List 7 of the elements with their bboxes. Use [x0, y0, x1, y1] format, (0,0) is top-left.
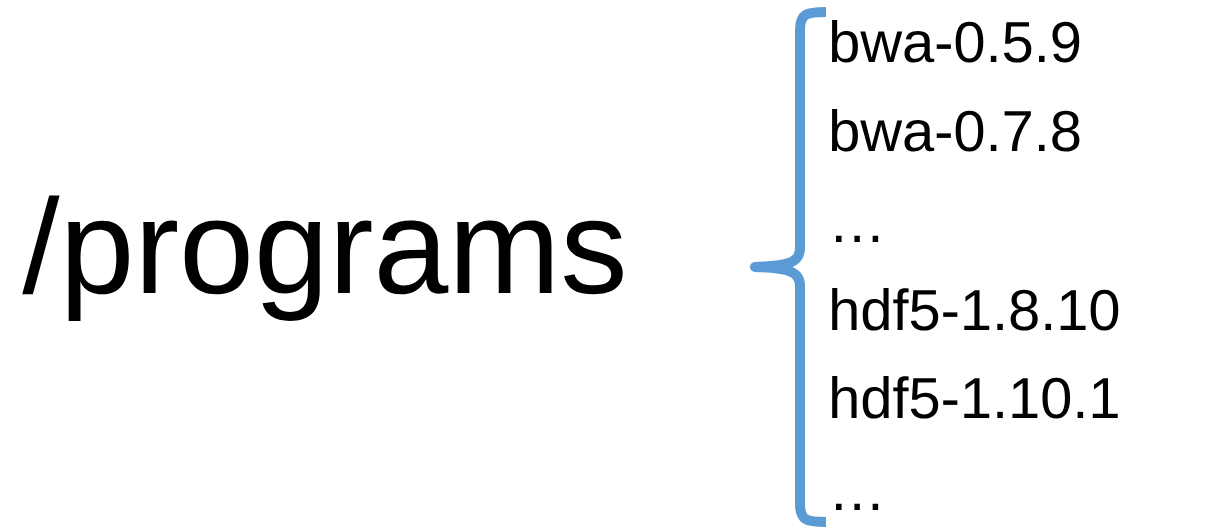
list-item: …: [836, 235, 879, 242]
list-item: hdf5-1.8.10: [832, 288, 1119, 331]
directory-name: /programs: [22, 195, 623, 321]
list-item: hdf5-1.10.1: [832, 376, 1118, 419]
list-item: bwa-0.5.9: [831, 20, 1080, 63]
list-item: …: [836, 503, 879, 510]
list-item: bwa-0.7.8: [831, 109, 1080, 152]
